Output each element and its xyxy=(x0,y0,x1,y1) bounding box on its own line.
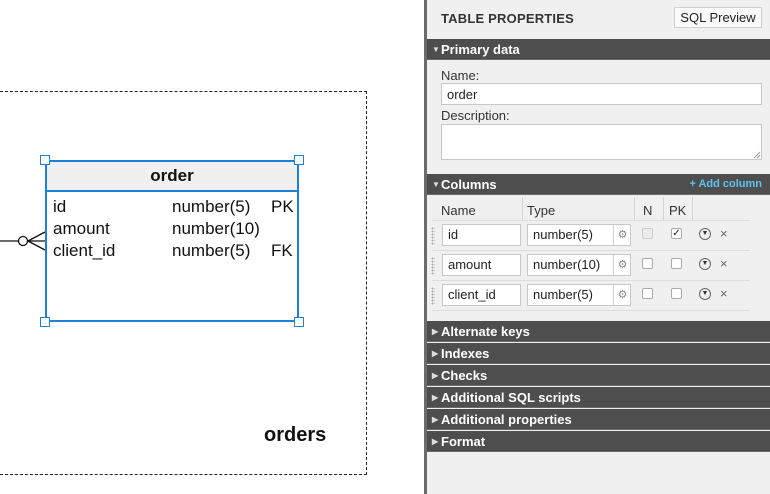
attribute-type: number(10) xyxy=(172,219,260,238)
section-label: Checks xyxy=(441,368,488,383)
triangle-right-icon: ▶ xyxy=(432,327,439,336)
section-label: Additional SQL scripts xyxy=(441,390,581,405)
nullable-checkbox[interactable] xyxy=(642,258,653,269)
section-label: Format xyxy=(441,434,486,449)
column-header-n: N xyxy=(643,203,653,218)
description-label: Description: xyxy=(441,108,510,123)
entity-order[interactable]: order id number(5) PK amount number(10) … xyxy=(45,160,299,322)
row-divider xyxy=(432,250,750,251)
nullable-checkbox[interactable] xyxy=(642,228,653,239)
subject-area-label: orders xyxy=(264,424,327,446)
section-checks[interactable]: ▶ Checks xyxy=(427,365,770,386)
column-name-input[interactable]: client_id xyxy=(442,284,521,306)
subject-area[interactable] xyxy=(0,91,367,475)
chevron-circle-icon[interactable]: ▼ xyxy=(699,228,711,240)
pk-checkbox[interactable]: ✓ xyxy=(671,228,682,239)
name-label: Name: xyxy=(441,68,480,83)
attribute-key: PK xyxy=(271,197,294,216)
column-type-input[interactable]: number(5) xyxy=(527,284,631,306)
column-divider xyxy=(522,197,523,221)
gear-icon[interactable]: ⚙ xyxy=(613,285,631,305)
relationship-line[interactable] xyxy=(0,225,50,259)
description-textarea[interactable] xyxy=(441,124,762,160)
crowfoot-upper xyxy=(27,231,46,242)
table-properties-panel: TABLE PROPERTIES SQL Preview ▼ Primary d… xyxy=(427,0,770,494)
table-name-input[interactable] xyxy=(441,83,762,105)
attribute-type: number(5) xyxy=(172,241,251,260)
column-type-input[interactable]: number(5) xyxy=(527,224,631,246)
drag-handle-icon[interactable] xyxy=(431,227,435,245)
triangle-down-icon: ▼ xyxy=(432,180,440,189)
resize-handle-top-left[interactable] xyxy=(40,155,50,165)
section-label: Columns xyxy=(441,177,497,192)
gear-icon[interactable]: ⚙ xyxy=(613,255,631,275)
attribute-name: amount xyxy=(53,219,110,238)
relationship-optional-circle xyxy=(17,235,29,247)
entity-name: order xyxy=(47,162,297,192)
resize-grip-icon[interactable] xyxy=(753,151,761,159)
column-row: amount number(10) ⚙ ▼ × xyxy=(427,251,770,281)
diagram-canvas[interactable]: orders order id number(5) PK amount numb… xyxy=(0,0,425,494)
drag-handle-icon[interactable] xyxy=(431,257,435,275)
column-divider xyxy=(692,197,693,221)
section-format[interactable]: ▶ Format xyxy=(427,431,770,452)
chevron-circle-icon[interactable]: ▼ xyxy=(699,258,711,270)
column-header-type: Type xyxy=(527,203,556,218)
triangle-right-icon: ▶ xyxy=(432,393,439,402)
column-name-input[interactable]: id xyxy=(442,224,521,246)
row-divider xyxy=(432,220,750,221)
section-label: Alternate keys xyxy=(441,324,530,339)
panel-header: TABLE PROPERTIES SQL Preview xyxy=(427,0,770,39)
section-label: Primary data xyxy=(441,42,520,57)
section-columns[interactable]: ▼ Columns + Add column xyxy=(427,174,770,195)
triangle-right-icon: ▶ xyxy=(432,371,439,380)
drag-handle-icon[interactable] xyxy=(431,287,435,305)
pk-checkbox[interactable] xyxy=(671,258,682,269)
column-row: client_id number(5) ⚙ ▼ × xyxy=(427,281,770,311)
attribute-name: client_id xyxy=(53,241,116,260)
column-row: id number(5) ⚙ ✓ ▼ × xyxy=(427,221,770,251)
gear-icon[interactable]: ⚙ xyxy=(613,225,631,245)
attribute-name: id xyxy=(53,197,67,216)
section-primary-data[interactable]: ▼ Primary data xyxy=(427,39,770,60)
row-divider xyxy=(432,310,750,311)
close-icon[interactable]: × xyxy=(720,226,728,241)
attribute-type: number(5) xyxy=(172,197,251,216)
nullable-checkbox[interactable] xyxy=(642,288,653,299)
pk-checkbox[interactable] xyxy=(671,288,682,299)
chevron-circle-icon[interactable]: ▼ xyxy=(699,288,711,300)
close-icon[interactable]: × xyxy=(720,256,728,271)
column-type-input[interactable]: number(10) xyxy=(527,254,631,276)
add-column-link[interactable]: + Add column xyxy=(689,178,762,190)
column-divider xyxy=(663,197,664,221)
resize-handle-bottom-right[interactable] xyxy=(294,317,304,327)
section-alternate-keys[interactable]: ▶ Alternate keys xyxy=(427,321,770,342)
sql-preview-button[interactable]: SQL Preview xyxy=(674,7,762,28)
panel-title: TABLE PROPERTIES xyxy=(441,11,574,26)
column-header-name: Name xyxy=(441,203,476,218)
close-icon[interactable]: × xyxy=(720,286,728,301)
section-indexes[interactable]: ▶ Indexes xyxy=(427,343,770,364)
triangle-right-icon: ▶ xyxy=(432,415,439,424)
columns-header: Name Type N PK xyxy=(432,197,750,221)
crowfoot-lower xyxy=(27,240,46,251)
panel-splitter[interactable] xyxy=(424,0,427,494)
column-divider xyxy=(634,197,635,221)
triangle-right-icon: ▶ xyxy=(432,349,439,358)
row-divider xyxy=(432,280,750,281)
attribute-key: FK xyxy=(271,241,293,260)
column-name-input[interactable]: amount xyxy=(442,254,521,276)
section-label: Indexes xyxy=(441,346,490,361)
section-label: Additional properties xyxy=(441,412,572,427)
section-additional-sql-scripts[interactable]: ▶ Additional SQL scripts xyxy=(427,387,770,408)
resize-handle-bottom-left[interactable] xyxy=(40,317,50,327)
triangle-down-icon: ▼ xyxy=(432,45,440,54)
column-header-pk: PK xyxy=(669,203,687,218)
triangle-right-icon: ▶ xyxy=(432,437,439,446)
resize-handle-top-right[interactable] xyxy=(294,155,304,165)
section-additional-properties[interactable]: ▶ Additional properties xyxy=(427,409,770,430)
